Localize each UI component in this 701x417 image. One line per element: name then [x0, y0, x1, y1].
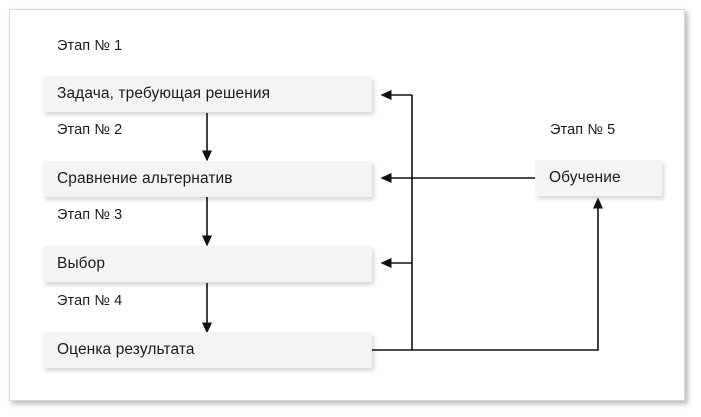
- process-box-stage-2-label: Сравнение альтернатив: [57, 170, 233, 187]
- process-box-stage-4-label: Оценка результата: [57, 341, 195, 358]
- process-box-stage-3[interactable]: Выбор: [43, 246, 372, 282]
- stage-label-1: Этап № 1: [57, 38, 123, 54]
- process-box-stage-1[interactable]: Задача, требующая решения: [43, 76, 372, 112]
- process-box-stage-5[interactable]: Обучение: [535, 160, 662, 196]
- stage-label-3: Этап № 3: [57, 207, 123, 223]
- process-box-stage-3-label: Выбор: [57, 255, 106, 272]
- process-box-stage-1-label: Задача, требующая решения: [57, 85, 271, 102]
- stage-label-5: Этап № 5: [550, 122, 616, 138]
- stage-label-4: Этап № 4: [57, 293, 123, 309]
- arrow-stage4-to-stage5: [412, 197, 603, 351]
- process-box-stage-2[interactable]: Сравнение альтернатив: [43, 161, 372, 197]
- process-box-stage-4[interactable]: Оценка результата: [43, 332, 372, 368]
- stage-label-2: Этап № 2: [57, 122, 123, 138]
- feedback-trunk: [372, 95, 413, 351]
- process-box-stage-5-label: Обучение: [549, 169, 621, 186]
